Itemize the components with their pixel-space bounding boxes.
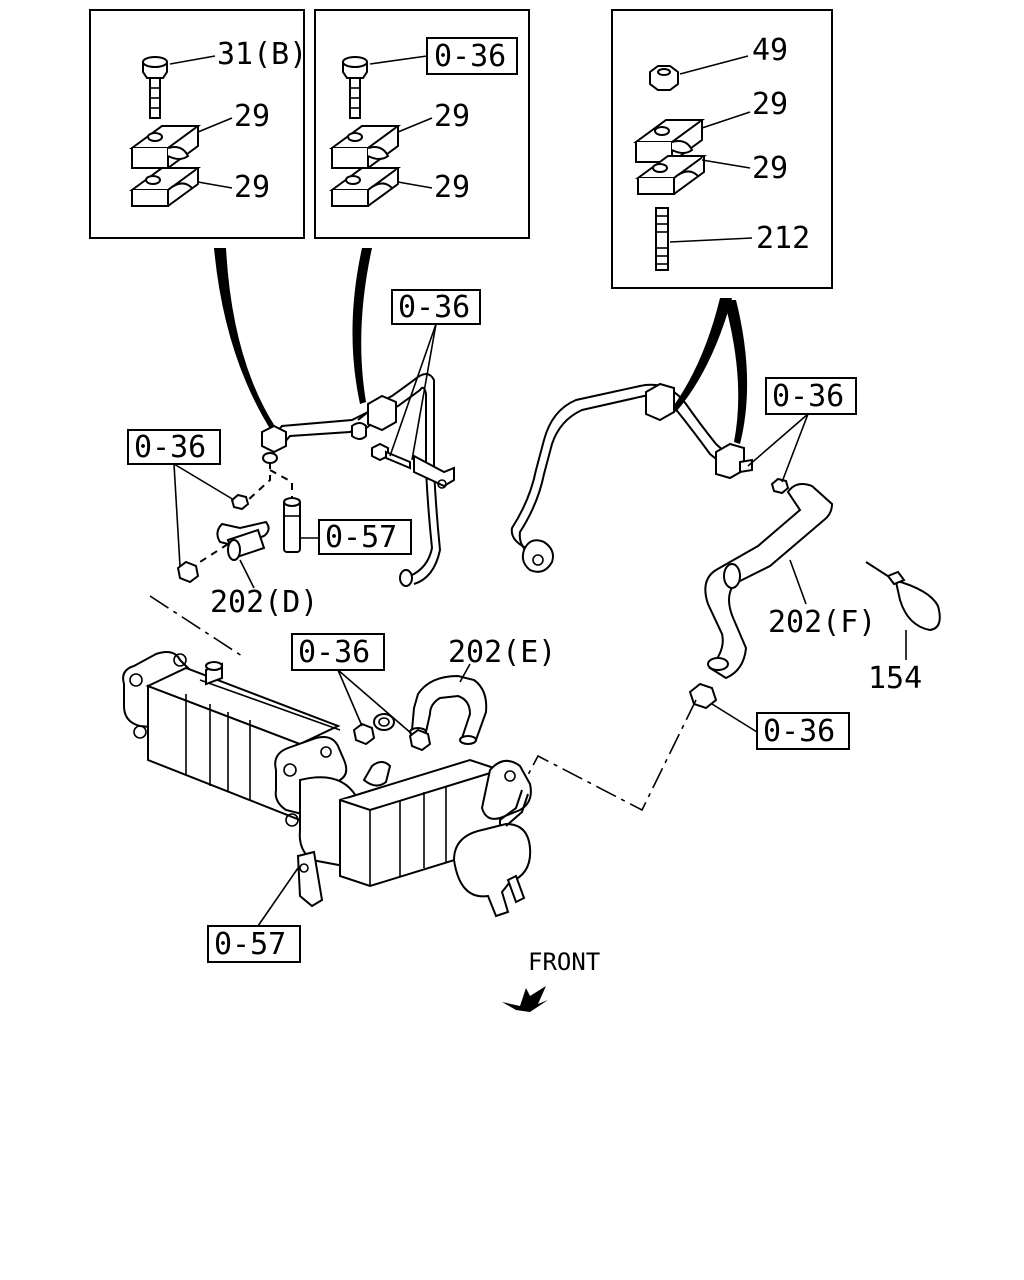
label-202f: 202(F) [768,605,876,640]
hex-nut-icon [649,65,679,91]
callout-0-36-lower-right: 0-36 [711,703,850,750]
label-154: 154 [868,661,922,696]
clamp-half-upper-icon [632,119,706,163]
callout-0-36-left: 0-36 [127,429,235,567]
clamp-half-lower-icon [328,167,402,207]
label-0-57: 0-57 [214,927,286,962]
hose-202e-icon [373,674,488,745]
hose-clamp-icon [770,477,790,495]
hose-clamp-icon [408,728,432,752]
stud-bolt-icon [655,207,669,271]
inset-panel-3: 49 29 29 212 [611,9,833,289]
label-0-36: 0-36 [772,379,844,414]
label-29-lower: 29 [234,170,270,205]
flange-bolt-icon [142,56,168,119]
callout-0-36-upper: 0-36 [389,289,481,461]
front-direction-indicator: FRONT [502,948,600,1012]
label-29-upper: 29 [234,99,270,134]
label-0-36: 0-36 [398,290,470,325]
callout-0-57-bracket: 0-57 [207,867,301,963]
right-water-pipe [510,382,753,573]
label-0-36: 0-36 [134,430,206,465]
clamp-half-lower-icon [128,167,202,207]
sleeve-0-57-icon [283,497,301,553]
inset-panel-1: 31(B) 29 29 [89,9,307,239]
label-29-lower: 29 [752,151,788,186]
front-label: FRONT [528,948,600,976]
label-0-36: 0-36 [763,714,835,749]
clamp-half-lower-icon [634,155,708,195]
bolt-icon [371,442,411,470]
callout-0-36-middle: 0-36 [291,633,413,735]
label-49: 49 [752,33,788,68]
hose-202d-icon [216,520,270,561]
label-202e: 202(E) [448,635,556,670]
clamp-half-upper-icon [128,125,202,169]
label-0-36: 0-36 [298,635,370,670]
label-0-36: 0-36 [434,39,506,74]
front-arrow-icon [502,986,548,1012]
label-0-57: 0-57 [325,520,397,555]
hose-clamp-icon [352,722,376,746]
clamp-half-upper-icon [328,125,402,169]
callout-0-36-right: 0-36 [747,377,857,483]
flange-bolt-icon [342,56,368,119]
label-29-upper: 29 [752,87,788,122]
cable-tie-icon [865,561,941,632]
left-water-pipe [261,373,455,587]
label-202d: 202(D) [210,585,318,620]
label-29-lower: 29 [434,170,470,205]
label-212: 212 [756,221,810,256]
hose-clamp-icon [230,493,250,511]
hose-clamp-icon [176,560,200,584]
egr-cooler-icon [122,651,532,918]
callout-0-57-sleeve: 0-57 [300,519,412,555]
label-31b: 31(B) [217,37,307,72]
inset-callout-pointers [214,248,748,444]
label-29-upper: 29 [434,99,470,134]
inset-panel-2: 0-36 29 29 [314,9,530,239]
hose-202f-icon [704,483,834,680]
